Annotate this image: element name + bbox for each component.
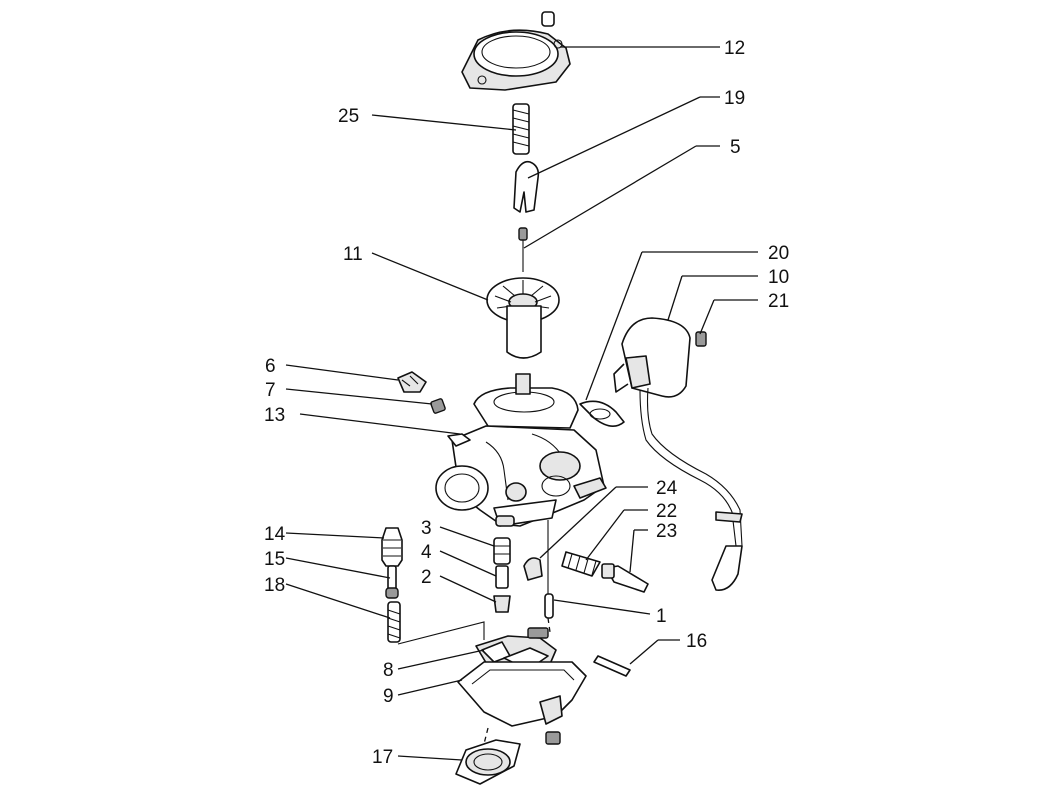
callout-11: 11	[343, 244, 363, 265]
leader-lines	[285, 46, 758, 761]
callout-7: 7	[265, 380, 276, 401]
assembly-guides	[397, 520, 551, 745]
part-1-needle-valve	[544, 593, 554, 619]
part-10-choke	[613, 317, 743, 591]
callout-4: 4	[421, 542, 432, 563]
callout-14: 14	[264, 524, 286, 545]
callout-10: 10	[768, 267, 789, 288]
callout-13: 13	[264, 405, 285, 426]
callout-8: 8	[383, 660, 394, 681]
part-22-spring	[561, 551, 601, 577]
callout-17: 17	[372, 747, 393, 768]
callout-12: 12	[724, 38, 745, 59]
part-3-jet	[493, 537, 511, 565]
callout-15: 15	[264, 549, 285, 570]
part-25-spring	[512, 103, 530, 155]
part-14-cap	[381, 527, 403, 567]
part-16-pin	[593, 655, 631, 677]
part-13-carburetor-body	[435, 373, 607, 527]
callout-9: 9	[383, 686, 394, 707]
callout-18: 18	[264, 575, 285, 596]
part-19-clip	[513, 160, 540, 213]
callout-21: 21	[768, 291, 789, 312]
part-24-plug	[523, 557, 543, 581]
part-17-bottom-cover	[455, 739, 521, 785]
callout-6: 6	[265, 356, 276, 377]
callout-25: 25	[338, 106, 359, 127]
callout-3: 3	[421, 518, 432, 539]
part-15-screw	[385, 565, 399, 599]
callout-23: 23	[656, 521, 677, 542]
part-6-screw	[397, 371, 427, 393]
part-23-screw	[601, 563, 649, 593]
part-20-gasket	[579, 400, 625, 427]
callout-16: 16	[686, 631, 707, 652]
part-4-jet	[495, 565, 509, 589]
part-9-float-bowl	[457, 661, 587, 745]
callout-22: 22	[656, 501, 677, 522]
part-12-top-cover	[461, 11, 571, 91]
part-5-needle	[518, 227, 528, 272]
callout-5: 5	[730, 137, 741, 158]
part-21-screw	[695, 331, 707, 347]
callout-1: 1	[656, 606, 667, 627]
callout-2: 2	[421, 567, 432, 588]
callout-20: 20	[768, 243, 789, 264]
part-2-jet	[493, 595, 511, 613]
callout-19: 19	[724, 88, 745, 109]
callout-24: 24	[656, 478, 678, 499]
part-11-diaphragm	[486, 277, 560, 359]
callout-labels: 12 19 25 5 20 10 21 11 6 7 13 24 22 23 1…	[264, 38, 789, 768]
part-18-spring	[387, 601, 401, 643]
part-7-nut	[430, 398, 446, 414]
